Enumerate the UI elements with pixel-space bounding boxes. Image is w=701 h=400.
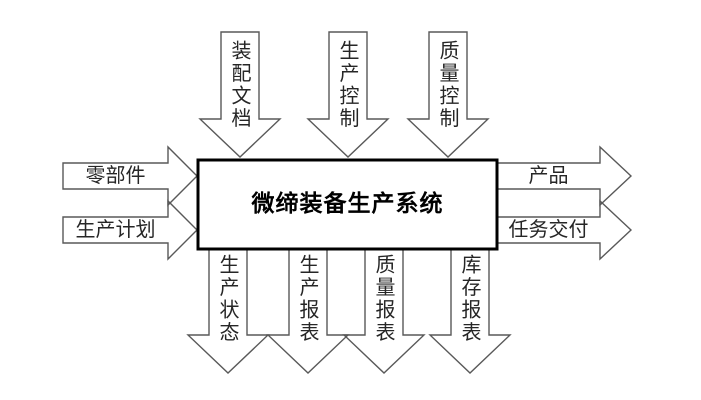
label-product: 产品 bbox=[528, 165, 569, 187]
label-production-plan: 生产计划 bbox=[75, 219, 156, 241]
label-assembly-docs: 装配文档 bbox=[228, 40, 250, 130]
system-box-title: 微缔装备生产系统 bbox=[251, 190, 444, 216]
label-production-report: 生产报表 bbox=[296, 254, 318, 344]
arrow-quality-control bbox=[406, 31, 490, 158]
label-production-control: 生产控制 bbox=[336, 40, 358, 130]
label-parts: 零部件 bbox=[85, 165, 146, 187]
label-quality-report: 质量报表 bbox=[372, 254, 394, 344]
arrow-production-report bbox=[266, 248, 350, 374]
arrow-assembly-docs bbox=[198, 31, 282, 158]
label-inventory-report: 库存报表 bbox=[458, 254, 480, 344]
arrow-quality-report bbox=[342, 248, 426, 374]
arrow-production-control bbox=[306, 31, 390, 158]
arrow-inventory-report bbox=[428, 248, 512, 374]
arrow-product bbox=[496, 145, 633, 207]
arrow-production-status bbox=[186, 248, 270, 374]
label-production-status: 生产状态 bbox=[216, 254, 238, 344]
arrow-production-plan bbox=[62, 199, 198, 261]
arrow-parts bbox=[62, 145, 198, 207]
label-task-delivery: 任务交付 bbox=[508, 219, 589, 241]
arrow-task-delivery bbox=[496, 199, 633, 261]
label-quality-control: 质量控制 bbox=[436, 40, 458, 130]
system-box bbox=[196, 158, 499, 251]
